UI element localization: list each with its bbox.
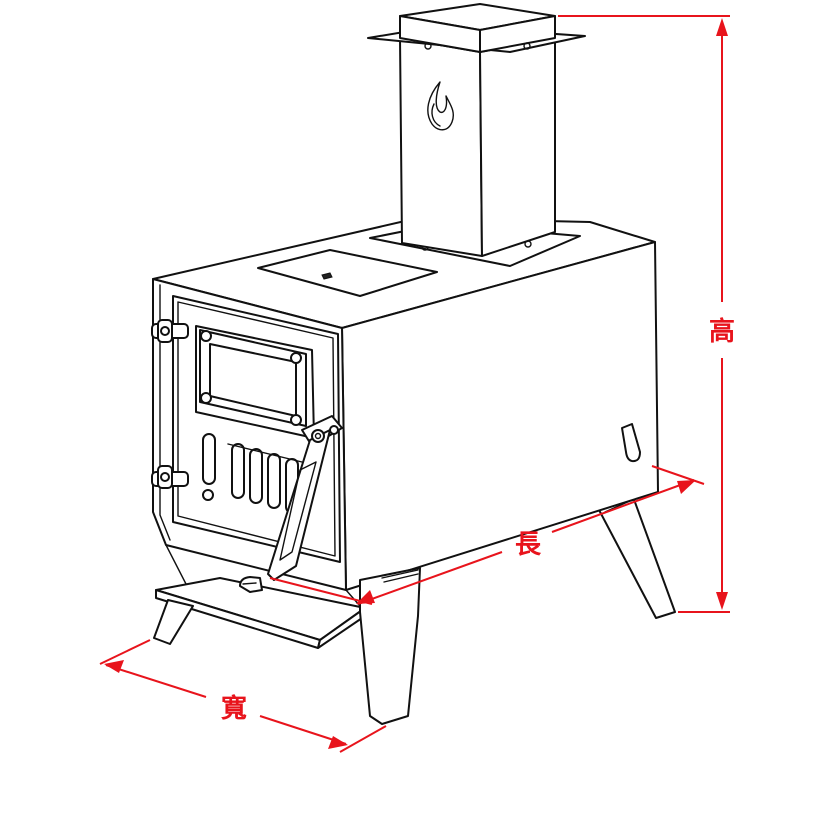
height-label: 高	[709, 316, 735, 347]
length-label: 長	[515, 530, 542, 560]
hinge-bottom	[151, 465, 189, 489]
chimney	[367, 3, 586, 267]
air-vents	[202, 433, 303, 514]
glass-window	[199, 329, 307, 427]
hinge-top	[151, 319, 189, 343]
width-arrow-left	[104, 660, 124, 673]
front-right-leg	[359, 567, 421, 725]
door-latch-handle	[267, 415, 343, 581]
width-arrow-right	[328, 736, 348, 749]
width-label: 寬	[221, 693, 247, 724]
height-arrow-top	[716, 18, 728, 36]
side-handle	[621, 423, 641, 463]
cooking-plate	[257, 249, 438, 297]
flame-icon	[427, 81, 455, 131]
height-arrow-bottom	[716, 592, 728, 610]
height-dimension: 高	[558, 15, 735, 613]
rear-leg	[597, 493, 676, 619]
length-dimension: 長	[269, 465, 705, 605]
width-dimension: 寬	[99, 639, 387, 753]
length-arrow-right	[677, 480, 696, 494]
front-left-leg	[153, 599, 194, 645]
front-door	[151, 295, 343, 581]
length-arrow-left	[356, 590, 375, 604]
